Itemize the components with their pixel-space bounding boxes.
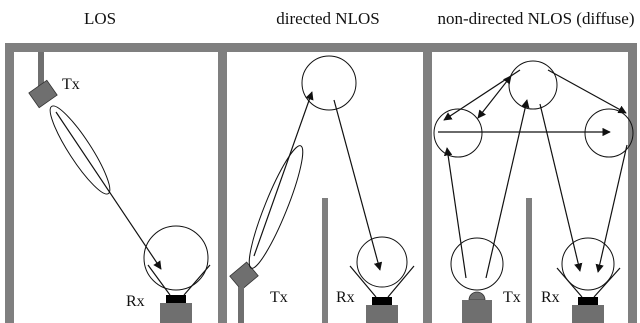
tx-label: Tx (62, 76, 80, 93)
ray-top-to-left-long (443, 69, 521, 121)
rx-field-of-view-circle (561, 237, 615, 291)
tx-ray-to-top-spot (485, 99, 530, 279)
room-walls (5, 43, 637, 323)
right-wall (628, 43, 637, 323)
rx-fov-left (147, 264, 171, 296)
tx-beam-ellipse (248, 145, 304, 269)
panel-diffuse-nlos: Tx Rx (433, 60, 634, 323)
rx-fov-left (556, 267, 583, 298)
diffuse-spot-left (433, 108, 483, 158)
partition-wall-directed (322, 198, 328, 323)
rx-stand (366, 305, 398, 323)
ceiling (5, 43, 637, 52)
tx-stand (462, 300, 492, 323)
rx-label: Rx (541, 289, 560, 306)
tx-label: Tx (270, 289, 288, 306)
panel-title-los: LOS (84, 9, 116, 28)
panel-los: Tx Rx (28, 52, 211, 323)
tx-emission-circle (450, 237, 504, 291)
rx-chip (578, 297, 598, 305)
rx-label: Rx (126, 293, 145, 310)
diffuse-spot-right (584, 108, 634, 158)
rx-fov-right (387, 265, 415, 298)
ceiling-spot-circle (301, 55, 357, 111)
rx-fov-right (593, 267, 621, 298)
rx-stand (160, 303, 192, 323)
rx-fov-right (183, 264, 211, 296)
diffuse-spot-top (508, 60, 558, 110)
tx-stand-pole (238, 287, 244, 323)
tx-device (229, 261, 259, 291)
partition-wall-diffuse (526, 198, 532, 323)
panel-title-directed-nlos: directed NLOS (276, 9, 379, 28)
tx-device (468, 291, 486, 301)
ray-right-to-rx (595, 144, 628, 273)
rx-chip (166, 295, 186, 303)
divider-2 (423, 43, 432, 323)
ray-top-to-right (547, 69, 627, 114)
ray-top-to-rx (539, 103, 583, 272)
panel-title-diffuse-nlos: non-directed NLOS (diffuse) (437, 9, 634, 28)
rx-field-of-view-circle (356, 236, 408, 288)
rx-label: Rx (336, 289, 355, 306)
rx-stand (572, 305, 604, 323)
tx-device (28, 79, 58, 109)
tx-label: Tx (503, 289, 521, 306)
tx-mount-pole (38, 52, 44, 88)
left-wall (5, 43, 14, 323)
tx-ray-to-left-spot (443, 147, 467, 279)
rx-fov-left (349, 265, 377, 298)
reflected-ray-to-rx (333, 99, 383, 271)
los-ray-arrow (55, 111, 162, 270)
panel-directed-nlos: Tx Rx (229, 55, 415, 323)
rx-chip (372, 297, 392, 305)
rx-field-of-view-circle (143, 225, 209, 291)
tx-beam-ellipse (49, 105, 111, 195)
ray-left-to-top (477, 75, 512, 119)
directed-ray-to-ceiling (253, 91, 314, 257)
divider-1 (218, 43, 227, 323)
